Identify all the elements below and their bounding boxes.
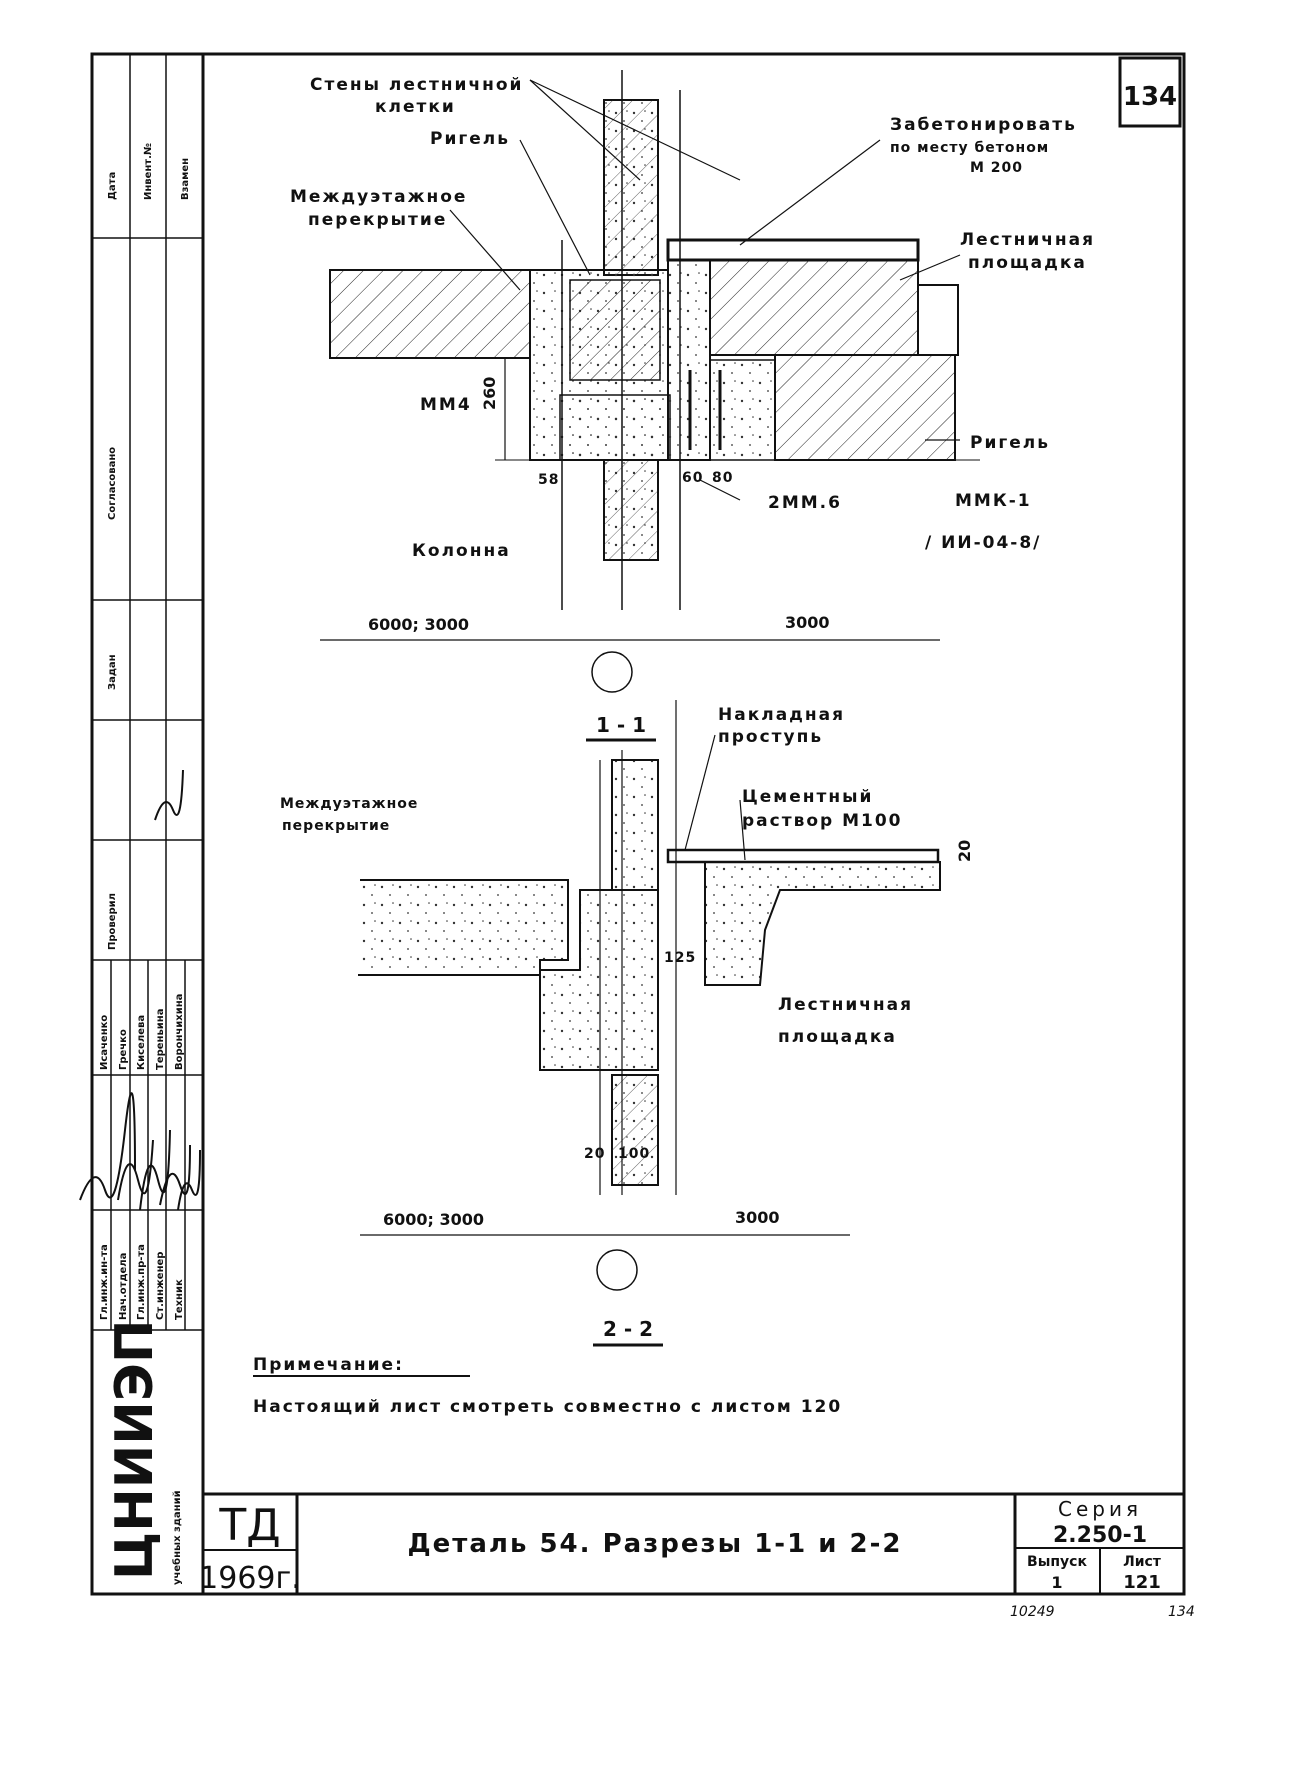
column-upper-2 — [611, 759, 659, 891]
section-1-1-labels: Стены лестничной клетки Ригель Забетонир… — [290, 75, 1095, 737]
series-label: Серия — [1058, 1497, 1142, 1521]
note-text: Настоящий лист смотреть совместно с лист… — [253, 1397, 842, 1417]
label-dim80: 80 — [712, 470, 733, 486]
landing-slab-1 — [709, 259, 919, 356]
label-dim-left-2: 6000; 3000 — [383, 1210, 484, 1229]
label-landing2-2: площадка — [778, 1027, 897, 1047]
label-dim60: 60 — [682, 470, 703, 486]
label-floor2-2: перекрытие — [282, 818, 390, 834]
footer-left: 10249 — [1010, 1604, 1055, 1620]
section-2-2-labels: Накладная проступь Цементный раствор М10… — [280, 705, 974, 1341]
label-concrete3: М 200 — [970, 160, 1023, 176]
label-walls2: клетки — [375, 97, 456, 117]
label-floor-1: Междуэтажное — [290, 187, 467, 207]
label-dim125: 125 — [664, 950, 696, 966]
label-dim20: 20 — [955, 840, 974, 862]
label-dim-right-1: 3000 — [785, 613, 830, 632]
left-strip-roles: Гл.инж.ин-та Нач.отдела Гл.инж.пр-та Ст.… — [99, 994, 185, 1320]
section-2-2 — [358, 700, 941, 1347]
org-block: ЦНИИЭП учебных зданий — [105, 1320, 183, 1585]
strip-inv: Инвент.№ — [143, 143, 154, 200]
label-landing-1: Лестничная — [960, 230, 1095, 250]
rigel-1 — [569, 279, 661, 381]
label-dim260: 260 — [480, 377, 499, 410]
label-concrete2: по месту бетоном — [890, 140, 1049, 156]
name-5: Ворончихина — [174, 994, 185, 1070]
tread-2 — [666, 848, 940, 864]
label-mmk: ММК-1 — [955, 491, 1032, 511]
label-mortar2: раствор М100 — [742, 811, 903, 831]
footer-right: 134 — [1168, 1604, 1195, 1620]
label-dim100: 100 — [618, 1146, 650, 1162]
year: 1969г. — [199, 1561, 301, 1596]
label-dim58: 58 — [538, 472, 559, 488]
left-strip — [92, 54, 203, 1331]
label-mm4: ММ4 — [420, 395, 472, 415]
issue-value: 1 — [1051, 1573, 1062, 1592]
label-mmk2: / ИИ-04-8/ — [925, 533, 1041, 553]
landing-slab-2 — [704, 861, 941, 986]
sheet-number-box — [1118, 56, 1182, 128]
label-tread2: проступь — [718, 727, 823, 747]
label-walls: Стены лестничной — [310, 75, 523, 95]
drawing-title: Деталь 54. Разрезы 1-1 и 2-2 — [408, 1529, 903, 1559]
label-floor-2: Междуэтажное — [280, 796, 418, 812]
series-value: 2.250-1 — [1053, 1523, 1147, 1548]
issue-label: Выпуск — [1027, 1554, 1087, 1570]
name-2: Гречко — [118, 1029, 129, 1070]
axis-marker-2 — [596, 1249, 638, 1291]
sheet-value: 121 — [1123, 1572, 1161, 1593]
strip-task: Задан — [107, 654, 118, 690]
sheet-number: 134 — [1123, 82, 1177, 112]
strip-replaces: Взамен — [180, 158, 191, 200]
strip-agreed: Согласовано — [107, 447, 118, 520]
name-4: Тереньина — [155, 1009, 166, 1070]
org-sub: учебных зданий — [171, 1490, 183, 1585]
label-rigel-top: Ригель — [430, 129, 510, 149]
rigel-right-1 — [774, 354, 956, 461]
section-title-2: 2 - 2 — [603, 1317, 653, 1341]
sheet-label: Лист — [1123, 1554, 1162, 1570]
label-mortar: Цементный — [742, 787, 873, 807]
role-2: Нач.отдела — [118, 1253, 129, 1320]
outer-frame — [90, 52, 1186, 1596]
label-column: Колонна — [412, 541, 511, 561]
section-title-1: 1 - 1 — [596, 713, 646, 737]
section-1-1 — [320, 70, 980, 742]
axis-marker-1 — [591, 651, 633, 693]
org-name: ЦНИИЭП — [105, 1320, 165, 1580]
signatures — [79, 769, 201, 1211]
label-dim-left-1: 6000; 3000 — [368, 615, 469, 634]
label-landing-2: Лестничная — [778, 995, 913, 1015]
floor-slab-2 — [358, 879, 569, 976]
left-strip-top-labels: Дата Инвент.№ Взамен Согласовано Задан П… — [107, 143, 191, 950]
floor-slab-1 — [329, 269, 531, 359]
title-block: ТД 1969г. Деталь 54. Разрезы 1-1 и 2-2 С… — [199, 1492, 1184, 1596]
td-mark: ТД — [218, 1500, 280, 1551]
role-5: Техник — [174, 1279, 185, 1320]
label-tread: Накладная — [718, 705, 845, 725]
label-rigel-right: Ригель — [970, 433, 1050, 453]
label-floor2-1: перекрытие — [308, 210, 447, 230]
note-title: Примечание: — [253, 1355, 404, 1375]
landing-topping-1 — [666, 238, 920, 262]
label-dim-right-2: 3000 — [735, 1208, 780, 1227]
label-concrete: Забетонировать — [890, 115, 1077, 135]
label-mm6: 2ММ.6 — [768, 493, 842, 513]
strip-date: Дата — [107, 172, 118, 200]
strip-checked: Проверил — [107, 893, 118, 950]
label-dim20b: 20 — [584, 1146, 605, 1162]
note-block: Примечание: Настоящий лист смотреть совм… — [253, 1355, 842, 1417]
role-3: Гл.инж.пр-та — [136, 1244, 147, 1320]
name-1: Исаченко — [99, 1015, 110, 1070]
role-4: Ст.инженер — [155, 1252, 166, 1320]
role-1: Гл.инж.ин-та — [99, 1244, 110, 1320]
name-3: Киселева — [136, 1015, 147, 1070]
label-landing2-1: площадка — [968, 253, 1087, 273]
joint-2 — [539, 889, 659, 1071]
